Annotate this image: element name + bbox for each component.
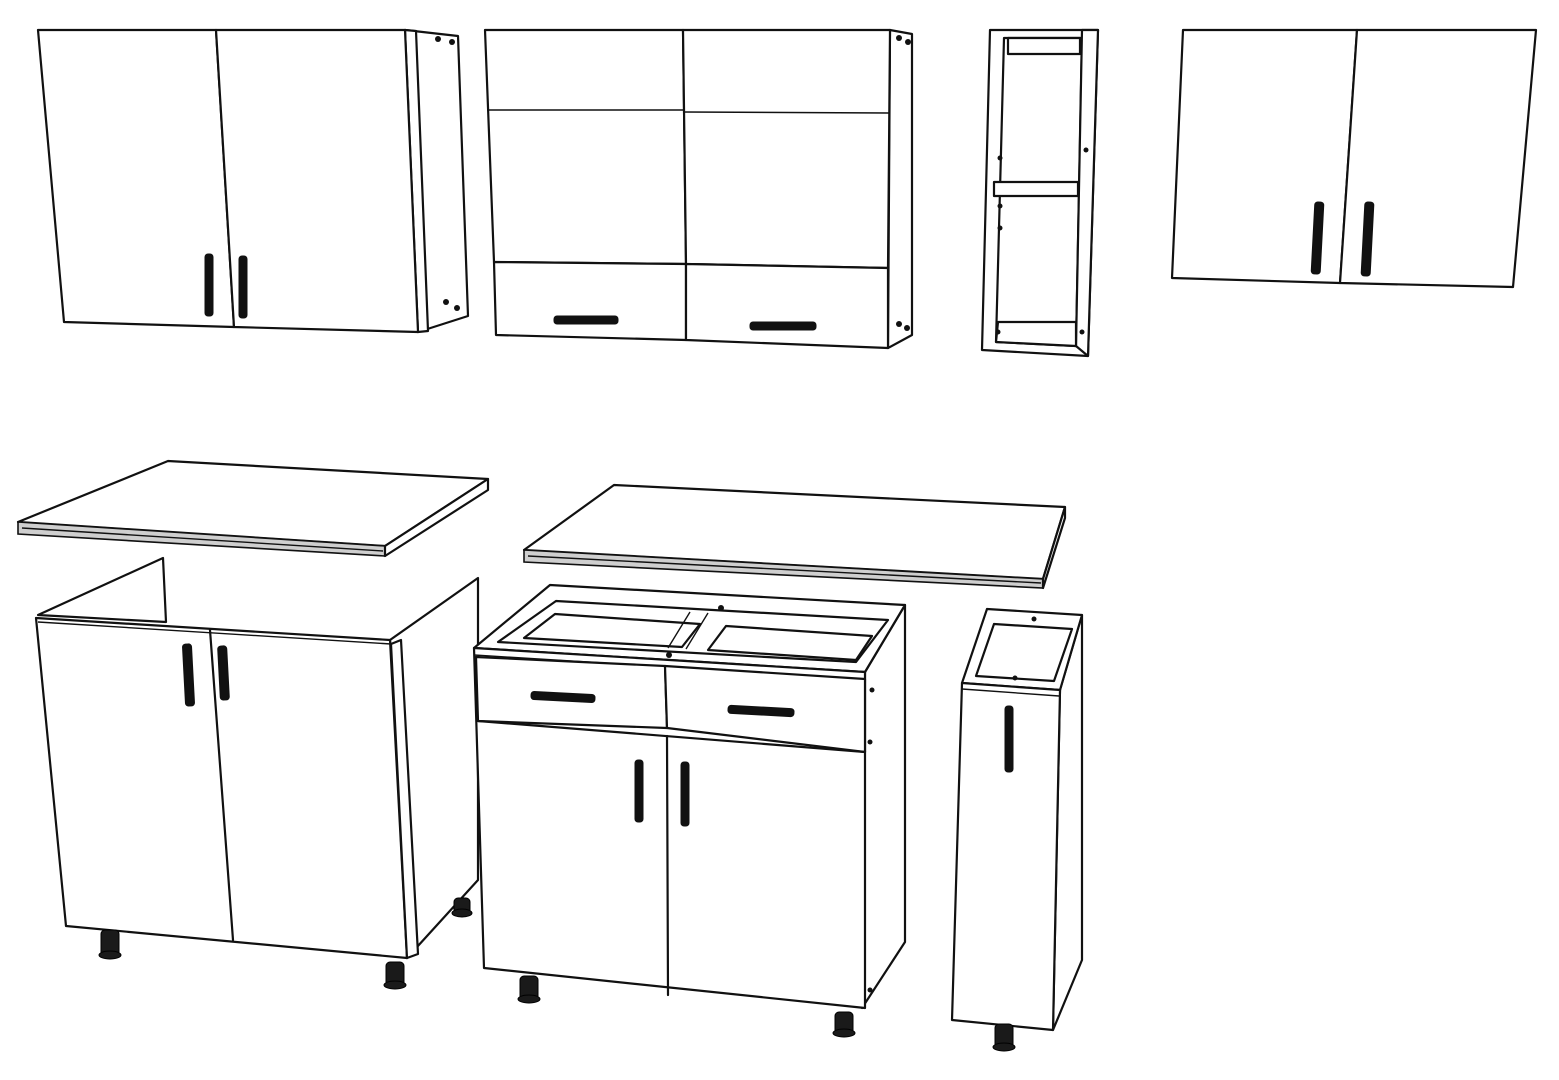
wall-cabinet-2-right-flap [684, 262, 890, 350]
base-cabinet-2-left-door-handle [634, 759, 644, 823]
wall-cabinet-1-right-handle [238, 255, 248, 319]
wall-cabinet-2-left-handle [553, 315, 619, 325]
base-cabinet-narrow [950, 607, 1084, 1052]
base-cabinet-2-left-drawer-box [522, 612, 702, 649]
wall-cabinet-4-right-door [1338, 28, 1538, 289]
base-cabinet-3-handle [1004, 705, 1014, 773]
base-cabinet-2-right-door-handle [680, 761, 690, 827]
worktop-middle-side-edge [1041, 505, 1067, 590]
wall-cabinet-two-door [36, 28, 470, 334]
wall-cabinet-4-left-door [1170, 28, 1359, 285]
shelf-unit-bottom-panel [994, 320, 1078, 348]
wall-cabinet-2-side-panel [886, 28, 914, 350]
worktop-middle [522, 483, 1067, 590]
base-cabinet-1-left-side-top [36, 556, 168, 624]
base-cabinet-1-right-handle [217, 645, 230, 701]
worktop-left-side-edge [383, 477, 490, 558]
base-cabinet-3-front [950, 681, 1062, 1032]
wall-cabinet-glass-flap [483, 28, 914, 350]
shelf-unit-shelf [992, 180, 1080, 198]
base-cabinet-2-door-split [665, 734, 670, 997]
base-cabinet-2-right-drawer-handle [727, 704, 795, 718]
base-cabinet-1-door-split [208, 628, 235, 942]
base-cabinet-2-right-drawer-box [706, 624, 874, 662]
wall-cabinet-2-left-glass-door [483, 28, 688, 266]
base-cabinet-1-left-handle [182, 643, 195, 707]
base-cabinet-2-left-drawer-handle [530, 690, 596, 704]
base-cabinet-3-top-opening [974, 622, 1074, 683]
wall-cabinet-2-right-glass-door [681, 28, 892, 270]
base-cabinet-2-left-drawer [474, 655, 669, 730]
wall-cabinet-4-left-handle [1310, 201, 1325, 275]
wall-cabinet-2-left-flap [492, 260, 688, 342]
wall-cabinet-1-left-handle [204, 253, 214, 317]
shelf-unit-side [1074, 28, 1100, 358]
base-cabinet-two-door [34, 556, 480, 990]
base-cabinet-drawers-doors [472, 583, 907, 1038]
worktop-left [16, 459, 490, 558]
wall-cabinet-2-right-handle [749, 321, 817, 331]
wall-cabinet-4-right-handle [1360, 201, 1375, 277]
wall-cabinet-two-door-small [1170, 28, 1538, 289]
wall-open-shelf-unit [980, 28, 1100, 358]
shelf-unit-top-panel [1006, 36, 1082, 56]
wall-cabinet-1-right-door [214, 28, 420, 334]
